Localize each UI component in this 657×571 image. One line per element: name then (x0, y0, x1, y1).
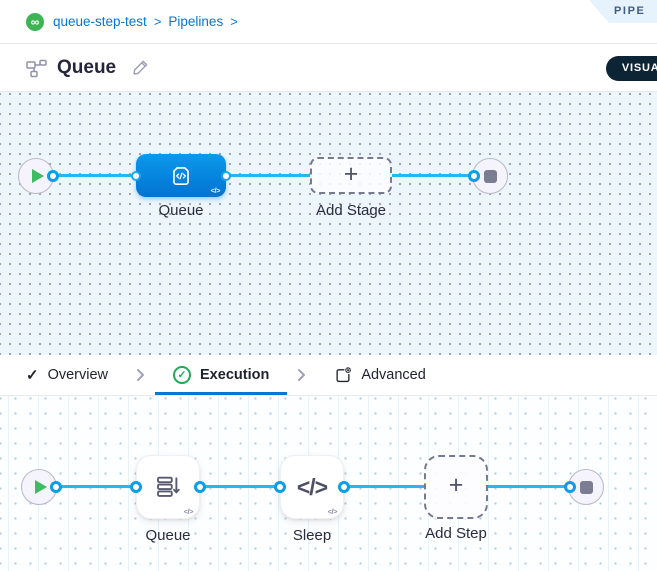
connector-port[interactable] (50, 481, 62, 493)
connector-port[interactable] (221, 170, 231, 181)
connector-line (53, 174, 137, 177)
connector-port[interactable] (338, 481, 350, 493)
play-icon (32, 169, 44, 183)
pipeline-tabs: ✓ Overview ✓ Execution Advanced (0, 355, 657, 396)
connector-port[interactable] (468, 170, 480, 182)
chevron-right-icon: > (153, 14, 162, 29)
breadcrumb-project-link[interactable]: queue-step-test (53, 14, 147, 29)
plus-icon: + (343, 159, 359, 188)
step-node-queue[interactable]: </> (136, 455, 200, 519)
queue-step-icon (157, 476, 180, 497)
chevron-right-icon (297, 368, 306, 382)
step-label: Queue (145, 527, 191, 544)
stop-icon (579, 480, 593, 494)
connector-port[interactable] (564, 481, 576, 493)
play-icon (35, 480, 47, 494)
tab-advanced[interactable]: Advanced (318, 355, 442, 395)
tab-label: Advanced (361, 367, 426, 383)
connector-line (56, 485, 136, 488)
execution-graph-canvas[interactable]: </> Queue </> </> Sleep + Add Step (0, 396, 657, 571)
connector-line (344, 485, 424, 488)
tab-label: Overview (47, 367, 109, 383)
code-badge-icon: </> (183, 506, 194, 516)
connector-port[interactable] (131, 170, 141, 181)
start-node[interactable] (21, 469, 57, 505)
connector-port[interactable] (47, 170, 59, 182)
breadcrumb: ∞ queue-step-test > Pipelines > PIPE (0, 0, 657, 44)
add-step-button[interactable]: + (424, 455, 488, 519)
connector-port[interactable] (274, 481, 286, 493)
step-node-sleep[interactable]: </> </> (280, 455, 344, 519)
visual-yaml-toggle[interactable]: VISUAL (605, 56, 657, 81)
end-node[interactable] (568, 469, 604, 505)
pipeline-header: Queue VISUAL (0, 44, 657, 92)
connector-line (488, 485, 570, 488)
stage-label: Queue (158, 202, 204, 219)
connector-port[interactable] (194, 481, 206, 493)
connector-line (392, 174, 474, 177)
edit-pencil-icon[interactable] (131, 58, 150, 77)
connector-line (226, 174, 310, 177)
stage-graph-canvas[interactable]: </> Queue + Add Stage (0, 92, 657, 355)
page-title: Queue (57, 56, 117, 78)
harness-logo-icon: ∞ (26, 12, 44, 31)
breadcrumb-pipelines-link[interactable]: Pipelines (168, 14, 224, 29)
ci-stage-icon (173, 166, 189, 185)
add-stage-label: Add Stage (315, 202, 387, 219)
code-badge-icon: </> (210, 185, 221, 195)
check-circle-icon: ✓ (173, 366, 192, 384)
connector-port[interactable] (130, 481, 142, 493)
tab-overview[interactable]: ✓ Overview (10, 355, 124, 395)
tab-execution[interactable]: ✓ Execution (155, 355, 288, 395)
pipeline-icon (26, 58, 47, 78)
pipeline-studio-ribbon: PIPE (589, 0, 657, 23)
add-stage-button[interactable]: + (310, 157, 392, 194)
code-step-icon: </> (296, 473, 328, 500)
chevron-right-icon (136, 368, 145, 382)
stop-icon (483, 169, 497, 183)
stage-node-queue[interactable]: </> (131, 154, 231, 197)
step-label: Sleep (292, 527, 332, 544)
add-step-label: Add Step (425, 525, 487, 542)
check-icon: ✓ (26, 367, 39, 384)
advanced-settings-icon (334, 366, 352, 384)
chevron-right-icon: > (230, 14, 238, 29)
tab-label: Execution (200, 367, 270, 383)
code-badge-icon: </> (327, 506, 338, 516)
plus-icon: + (448, 471, 464, 499)
connector-line (200, 485, 280, 488)
